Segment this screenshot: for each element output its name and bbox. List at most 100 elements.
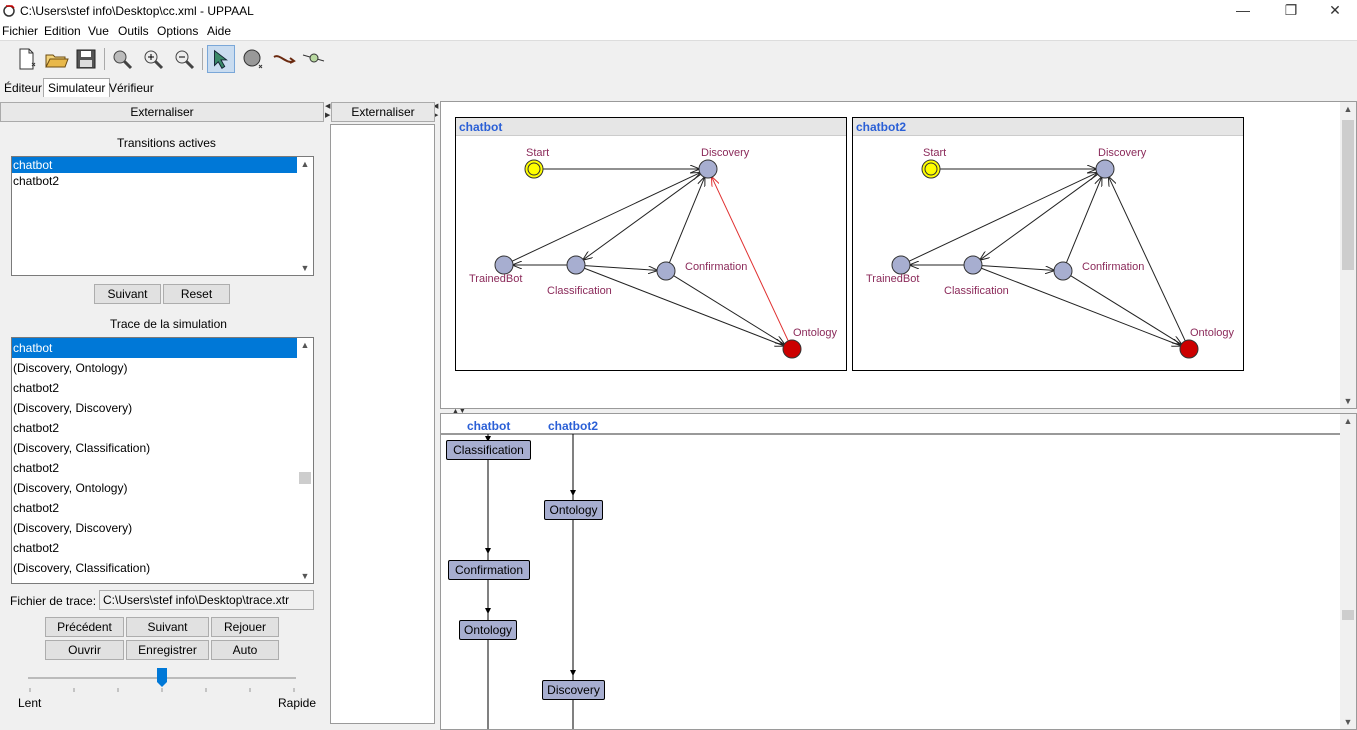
edge-ontology-discovery[interactable] [1109, 177, 1186, 342]
edge-trained-discovery[interactable] [511, 173, 700, 262]
menu-vue[interactable]: Vue [88, 24, 109, 38]
edge-ontology-discovery[interactable] [712, 177, 789, 342]
trace-file-field[interactable]: C:\Users\stef info\Desktop\trace.xtr [99, 590, 314, 610]
list-item[interactable]: chatbot2 [13, 421, 60, 435]
list-item[interactable]: chatbot [12, 338, 297, 358]
list-item[interactable]: chatbot2 [13, 501, 60, 515]
list-item[interactable]: (Discovery, Classification) [13, 561, 151, 575]
scroll-thumb[interactable] [1342, 120, 1354, 270]
list-item[interactable]: chatbot2 [13, 461, 60, 475]
list-item[interactable]: (Discovery, Ontology) [13, 361, 128, 375]
list-item[interactable]: chatbot [12, 157, 297, 173]
scroll-thumb[interactable] [1342, 610, 1354, 620]
open-folder-icon[interactable] [42, 45, 70, 73]
list-item[interactable]: chatbot2 [13, 541, 60, 555]
zoom-in-icon[interactable] [139, 45, 167, 73]
select-arrow-icon[interactable] [207, 45, 235, 73]
scroll-down-icon[interactable]: ▼ [1343, 396, 1353, 406]
edge-classification-ontology[interactable] [981, 267, 1180, 345]
transitions-scrollbar[interactable]: ▲ ▼ [297, 157, 313, 275]
zoom-out-icon[interactable] [170, 45, 198, 73]
location-ontology[interactable] [1179, 339, 1199, 359]
scroll-down-icon[interactable]: ▼ [300, 571, 310, 581]
splitter-arrows-icon[interactable]: ▲▼ [452, 408, 466, 415]
location-ontology[interactable] [782, 339, 802, 359]
edge-confirmation-ontology[interactable] [673, 275, 785, 345]
new-document-icon[interactable] [12, 45, 40, 73]
location-start[interactable] [921, 159, 941, 179]
location-start[interactable] [524, 159, 544, 179]
edge-confirmation-ontology[interactable] [1070, 275, 1182, 345]
location-trained[interactable] [891, 255, 911, 275]
scroll-down-icon[interactable]: ▼ [300, 263, 310, 273]
list-item[interactable]: (Discovery, Classification) [13, 441, 151, 455]
location-classification[interactable] [963, 255, 983, 275]
replay-button[interactable]: Rejouer [211, 617, 279, 637]
collapse-middle-icon[interactable]: ◀▶ [433, 103, 439, 119]
reset-button[interactable]: Reset [163, 284, 230, 304]
list-item[interactable]: chatbot2 [13, 381, 60, 395]
simulation-trace-list[interactable]: chatbot (Discovery, Ontology) chatbot2 (… [11, 337, 314, 584]
externalise-variables-button[interactable]: Externaliser [331, 102, 435, 122]
location-discovery[interactable] [1095, 159, 1115, 179]
edge-confirmation-discovery[interactable] [668, 177, 704, 263]
minimize-icon[interactable]: — [1236, 2, 1250, 18]
add-location-icon[interactable] [239, 45, 267, 73]
location-confirmation[interactable] [1053, 261, 1073, 281]
auto-button[interactable]: Auto [211, 640, 279, 660]
list-item[interactable]: chatbot2 [13, 174, 60, 188]
save-icon[interactable] [72, 45, 100, 73]
scroll-down-icon[interactable]: ▼ [1343, 717, 1353, 727]
edge-classification-confirmation[interactable] [981, 265, 1054, 271]
next-step-button[interactable]: Suivant [126, 617, 209, 637]
scroll-up-icon[interactable]: ▲ [1343, 104, 1353, 114]
location-trained[interactable] [494, 255, 514, 275]
zoom-icon[interactable] [108, 45, 136, 73]
menu-aide[interactable]: Aide [207, 24, 232, 38]
edge-classification-confirmation[interactable] [584, 265, 657, 271]
location-label-classification: Classification [547, 285, 612, 297]
tab-verifieur[interactable]: Vérifieur [109, 81, 154, 95]
close-icon[interactable]: ✕ [1329, 2, 1341, 18]
speed-slider[interactable] [22, 666, 302, 696]
sequence-scrollbar[interactable]: ▲ ▼ [1340, 414, 1356, 729]
scroll-thumb[interactable] [299, 472, 311, 484]
edge-trained-discovery[interactable] [908, 173, 1097, 262]
list-item[interactable]: (Discovery, Ontology) [13, 481, 128, 495]
transitions-list[interactable]: chatbot chatbot2 ▲ ▼ [11, 156, 314, 276]
scroll-up-icon[interactable]: ▲ [300, 159, 310, 169]
location-label-trained: TrainedBot [469, 273, 522, 285]
list-item[interactable]: (Discovery, Discovery) [13, 521, 133, 535]
process-view-scrollbar[interactable]: ▲ ▼ [1340, 102, 1356, 408]
template-title: chatbot2 [853, 118, 1243, 136]
add-nail-icon[interactable] [300, 45, 328, 73]
edge-classification-ontology[interactable] [584, 267, 783, 345]
externalise-button[interactable]: Externaliser [0, 102, 324, 122]
previous-button[interactable]: Précédent [45, 617, 124, 637]
slider-thumb[interactable] [157, 668, 167, 687]
edge-discovery-classification[interactable] [980, 173, 1099, 259]
edge-discovery-classification[interactable] [583, 173, 702, 259]
tab-simulateur[interactable]: Simulateur [43, 78, 111, 97]
maximize-icon[interactable]: ❐ [1284, 2, 1298, 18]
menu-outils[interactable]: Outils [118, 24, 149, 38]
edge-confirmation-discovery[interactable] [1065, 177, 1101, 263]
collapse-left-icon[interactable]: ◀▶ [325, 103, 331, 119]
scroll-up-icon[interactable]: ▲ [300, 340, 310, 350]
location-confirmation[interactable] [656, 261, 676, 281]
add-edge-icon[interactable] [270, 45, 298, 73]
next-transition-button[interactable]: Suivant [94, 284, 161, 304]
location-discovery[interactable] [698, 159, 718, 179]
scroll-up-icon[interactable]: ▲ [1343, 416, 1353, 426]
menu-edition[interactable]: Edition [44, 24, 81, 38]
list-item[interactable]: (Discovery, Discovery) [13, 401, 133, 415]
location-classification[interactable] [566, 255, 586, 275]
tab-editeur[interactable]: Éditeur [4, 81, 43, 95]
save-trace-button[interactable]: Enregistrer [126, 640, 209, 660]
menu-options[interactable]: Options [157, 24, 199, 38]
menu-fichier[interactable]: Fichier [2, 24, 39, 38]
trace-scrollbar[interactable]: ▲ ▼ [297, 338, 313, 583]
open-trace-button[interactable]: Ouvrir [45, 640, 124, 660]
